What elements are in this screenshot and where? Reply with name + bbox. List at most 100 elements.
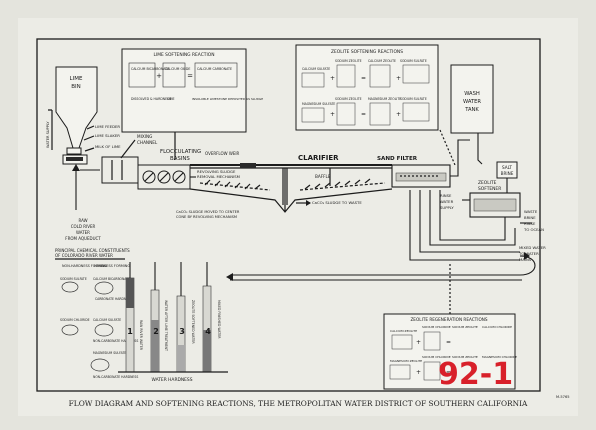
svg-text:+: + bbox=[416, 339, 421, 346]
hardness-fill-1 bbox=[126, 278, 134, 308]
lime-rx-plus: CALCIUM OXIDE bbox=[165, 67, 190, 71]
clarifier-label: CLARIFIER bbox=[298, 154, 339, 162]
column-number-3: 3 bbox=[179, 327, 185, 336]
flocculating-label-2: BASINS bbox=[170, 156, 190, 162]
pipes bbox=[72, 164, 536, 281]
regen-item-1: CALCIUM ZEOLITE bbox=[390, 329, 417, 333]
raw-water-label-1: RAW bbox=[78, 218, 87, 223]
sludge-center-label-1: CaCO₃ SLUDGE MOVED TO CENTER bbox=[176, 210, 240, 214]
regen-item-4: CALCIUM CHLORIDE bbox=[482, 325, 512, 329]
sludge-waste-label: CaCO₃ SLUDGE TO WASTE bbox=[312, 200, 362, 205]
water-hardness-chart: 2 3 4 1 RAW RIVER WATER WATER AFTER LIME… bbox=[118, 262, 228, 383]
column-caption-3: ZEOLITE SOFTENED WATER bbox=[191, 300, 195, 344]
rinse-label-3: SUPPLY bbox=[440, 205, 454, 210]
lime-bin-label-2: BIN bbox=[71, 84, 81, 90]
zeo-item-8: SODIUM SULFATE bbox=[400, 97, 427, 101]
zeo-item-3: CALCIUM ZEOLITE bbox=[368, 59, 396, 63]
hardness-fill-4 bbox=[203, 330, 211, 372]
revolving-sludge-label-1: REVOLVING SLUDGE bbox=[197, 169, 236, 174]
zeo-item-6: SODIUM ZEOLITE bbox=[335, 97, 362, 101]
column-caption-2: WATER AFTER LIME TREATMENT bbox=[164, 300, 168, 351]
const-item-5: CALCIUM SULFATE bbox=[93, 318, 121, 322]
svg-text:=: = bbox=[361, 75, 366, 82]
hardness-fill-2 bbox=[151, 320, 159, 372]
wash-tank-label-1: WASH bbox=[464, 91, 480, 97]
waste-brine-label-4: TO OCEAN bbox=[523, 227, 544, 232]
regeneration-panel: ZEOLITE REGENERATION REACTIONS CALCIUM Z… bbox=[383, 262, 517, 390]
const-item-4: SODIUM CHLORIDE bbox=[60, 318, 90, 322]
hardness-fill-3 bbox=[177, 345, 185, 372]
col-header-non-hardness: NON-HARDNESS FORMING bbox=[62, 264, 107, 268]
const-item-8: NON-CARBONATE HARDNESS bbox=[93, 375, 138, 379]
zeo-item-1: CALCIUM SULFATE bbox=[302, 67, 330, 71]
sand-filter-label: SAND FILTER bbox=[377, 156, 418, 162]
waste-brine-label-1: WASTE bbox=[524, 209, 538, 214]
water-supply-label: WATER SUPPLY bbox=[46, 121, 50, 148]
wash-tank-label-3: TANK bbox=[464, 107, 479, 113]
const-item-1: SODIUM SULFATE bbox=[60, 277, 87, 281]
water-hardness-label: WATER HARDNESS bbox=[151, 377, 192, 383]
lime-rx-lhs: CALCIUM BICARBONATE bbox=[131, 67, 169, 71]
col-header-hardness: HARDNESS FORMING bbox=[94, 264, 130, 268]
waste-brine-label-2: BRINE bbox=[524, 215, 536, 220]
clarifier: OVERFLOW WEIR CLARIFIER REVOLVING SLUDGE… bbox=[176, 151, 393, 219]
lime-bin-label-1: LIME bbox=[70, 76, 83, 82]
lime-rx-plus-2: LIME bbox=[167, 97, 174, 101]
raw-water-label-4: FROM AQUEDUCT bbox=[65, 236, 101, 241]
page-mark: 92-1 bbox=[438, 357, 513, 392]
column-caption-1: RAW RIVER WATER bbox=[139, 320, 143, 351]
regen-item-3: SODIUM ZEOLITE bbox=[452, 325, 478, 329]
rinse-label-1: RINSE bbox=[440, 193, 452, 198]
figure-number: M-5765 bbox=[556, 395, 570, 399]
svg-text:+: + bbox=[330, 111, 335, 118]
lime-rx-rhs-2: INSOLUBLE LIMESTONE DEPOSITED AS SLUDGE bbox=[192, 97, 263, 101]
zeolite-reaction-title: ZEOLITE SOFTENING REACTIONS bbox=[331, 49, 403, 55]
constituents-title-1: PRINCIPAL CHEMICAL CONSTITUENTS bbox=[55, 248, 130, 253]
mixing-channel-label-1: MIXING bbox=[137, 134, 152, 139]
svg-text:+: + bbox=[156, 72, 162, 80]
lime-slaker-label: LIME SLAKER bbox=[95, 133, 120, 138]
lime-reaction-title: LIME SOFTENING REACTION bbox=[153, 52, 214, 58]
salt-brine-label-2: BRINE bbox=[501, 171, 514, 176]
zeo-item-4: SODIUM SULFATE bbox=[400, 59, 427, 63]
svg-text:=: = bbox=[187, 72, 193, 80]
svg-text:=: = bbox=[446, 369, 451, 376]
lime-reaction-panel: LIME SOFTENING REACTION + = CALCIUM BICA… bbox=[121, 48, 263, 160]
svg-text:=: = bbox=[446, 339, 451, 346]
salt-brine-label-1: SALT bbox=[502, 165, 512, 170]
zeolite-softener-label-2: SOFTENER bbox=[478, 186, 501, 192]
column-number-1: 1 bbox=[127, 327, 133, 336]
overflow-weir-label: OVERFLOW WEIR bbox=[205, 151, 240, 156]
zeolite-softener-label-1: ZEOLITE bbox=[478, 180, 497, 186]
mixed-water-label-3: MAINS bbox=[519, 257, 532, 262]
const-item-7: MAGNESIUM SULFATE bbox=[93, 351, 126, 355]
constituents-panel: PRINCIPAL CHEMICAL CONSTITUENTS OF COLOR… bbox=[55, 248, 138, 379]
column-caption-4: MIXED FINISHED WATER bbox=[217, 300, 221, 339]
outflow-labels: WASTE BRINE RINSE TO OCEAN MIXED WATER T… bbox=[518, 209, 546, 262]
zeo-item-5: MAGNESIUM SULFATE bbox=[302, 102, 335, 106]
wash-tank-label-2: WATER bbox=[463, 99, 481, 105]
mixing-channel-label-2: CHANNEL bbox=[137, 140, 158, 145]
milk-of-lime-label: MILK OF LIME bbox=[95, 144, 121, 149]
raw-water-label-2: COLD RIVER bbox=[71, 224, 96, 229]
svg-text:+: + bbox=[396, 111, 401, 118]
wash-water-tank: WASH WATER TANK bbox=[450, 64, 494, 165]
svg-text:+: + bbox=[330, 75, 335, 82]
figure-caption: FLOW DIAGRAM AND SOFTENING REACTIONS, TH… bbox=[69, 399, 528, 408]
column-number-4: 4 bbox=[205, 327, 211, 336]
diagram-frame bbox=[36, 38, 541, 392]
regen-item-6: SODIUM CHLORIDE bbox=[422, 355, 451, 359]
regen-item-8: MAGNESIUM CHLORIDE bbox=[482, 355, 517, 359]
baffle-label: BAFFLE bbox=[315, 174, 331, 179]
const-item-6: NON-CARBONATE HARDNESS bbox=[93, 339, 138, 343]
svg-text:+: + bbox=[416, 369, 421, 376]
mixed-water-label-1: MIXED WATER bbox=[519, 245, 546, 250]
lime-rx-lhs-2: DISSOLVED & HARDNESS bbox=[131, 97, 171, 101]
mixing-channel: MIXING CHANNEL bbox=[101, 134, 158, 184]
column-number-2: 2 bbox=[153, 327, 159, 336]
flocculating-label-1: FLOCCULATING bbox=[160, 149, 201, 155]
zeolite-softener: SALT BRINE ZEOLITE SOFTENER RINSE WATER … bbox=[440, 161, 521, 218]
raw-water-label-3: WATER bbox=[76, 230, 90, 235]
const-item-3: CARBONATE HARDNESS bbox=[95, 297, 132, 301]
